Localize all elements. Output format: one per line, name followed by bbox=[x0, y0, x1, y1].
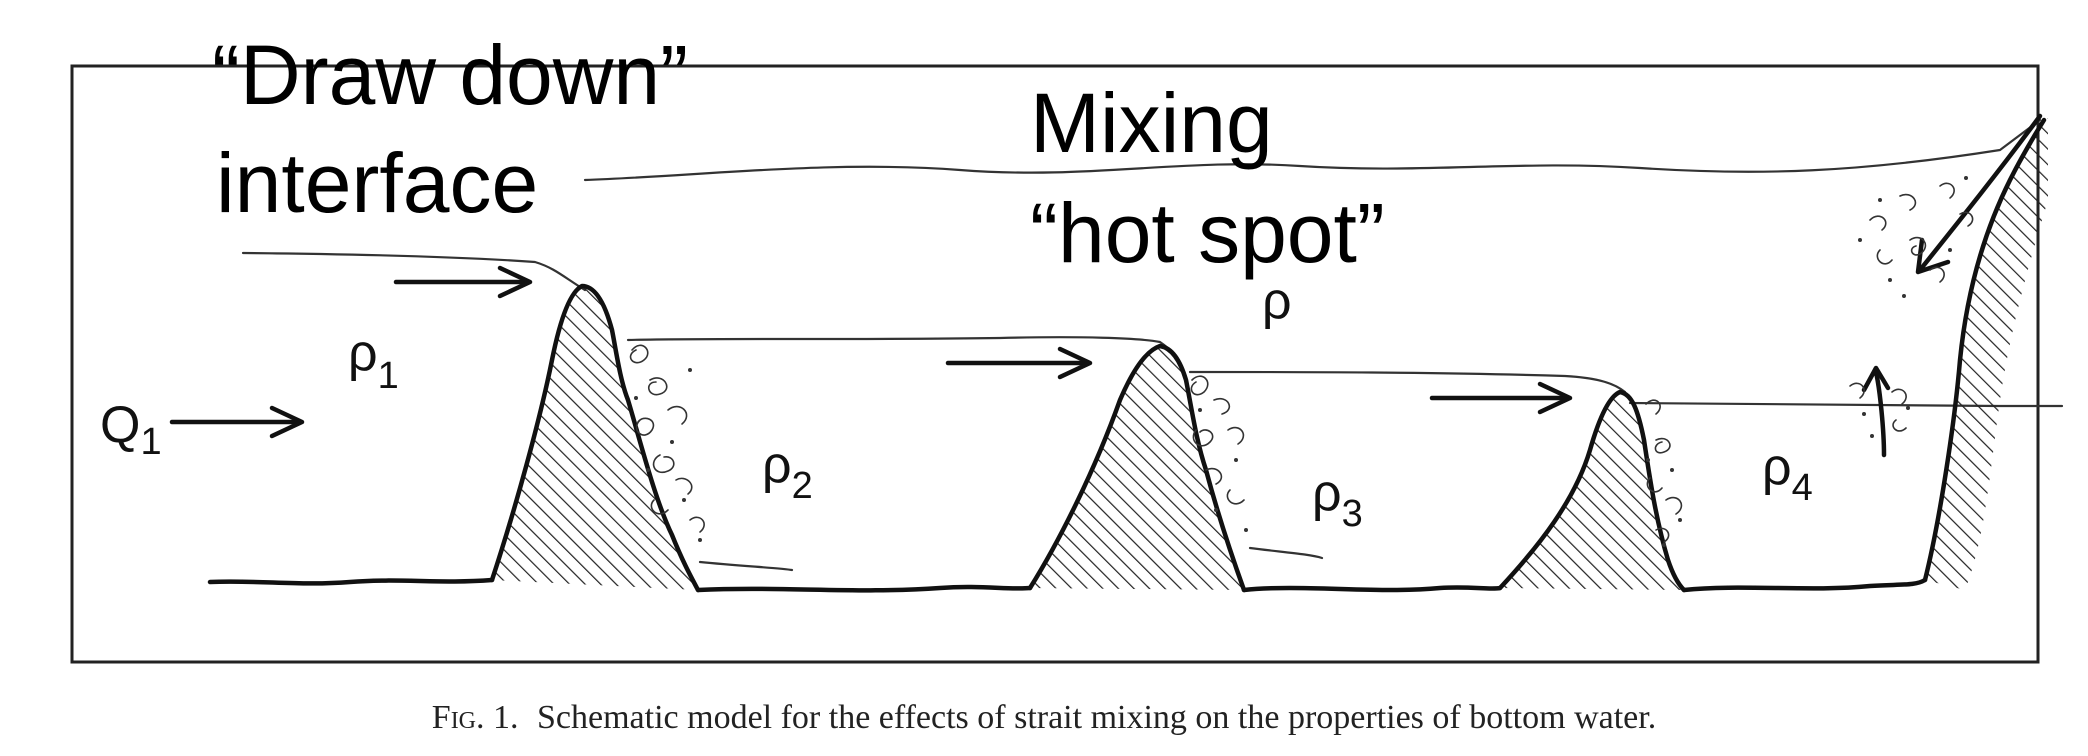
mixing-swirls-sill-1 bbox=[629, 344, 705, 542]
mixing-swirls-sill-2 bbox=[1190, 375, 1248, 532]
sill-3-outline bbox=[1497, 389, 1687, 593]
interface-basin-4 bbox=[1628, 401, 2064, 408]
sea-floor bbox=[695, 584, 1033, 593]
inflow-arrow bbox=[169, 405, 305, 439]
mixing-swirls-basin-4 bbox=[1849, 382, 1910, 438]
interior-line bbox=[698, 560, 794, 572]
sill-1 bbox=[492, 286, 698, 590]
density-basin-1: ρ1 bbox=[348, 324, 399, 397]
overflow-arrow-2 bbox=[945, 346, 1093, 380]
sill-1-outline bbox=[489, 283, 701, 593]
surface-inflow-arrow bbox=[1915, 113, 2043, 275]
mixing-label-line2: “hot spot” bbox=[1030, 186, 1385, 280]
density-basin-4: ρ4 bbox=[1762, 438, 1813, 509]
density-basin-3: ρ3 bbox=[1312, 464, 1363, 535]
upwelling-arrow bbox=[1861, 365, 1891, 458]
sill-3 bbox=[1500, 392, 1684, 590]
mixing-label-line1: Mixing bbox=[1030, 76, 1273, 170]
caption-text: Schematic model for the effects of strai… bbox=[537, 699, 1656, 736]
inflow-symbol: Q1 bbox=[100, 396, 162, 463]
draw-down-label-line1: “Draw down” bbox=[212, 28, 688, 122]
sea-surface bbox=[583, 118, 2042, 182]
sea-floor bbox=[207, 577, 495, 586]
mixing-swirls-sill-3 bbox=[1645, 399, 1683, 547]
sill-2-outline bbox=[1027, 343, 1247, 593]
interface-basin-1 bbox=[241, 251, 587, 292]
sea-floor bbox=[1241, 585, 1503, 593]
density-basin-2: ρ2 bbox=[762, 436, 813, 507]
sea-floor bbox=[1681, 577, 1928, 593]
interface-basin-3 bbox=[1188, 370, 1627, 394]
interface-basin-2 bbox=[626, 336, 1184, 370]
density-upper: ρ bbox=[1262, 272, 1292, 330]
interior-line bbox=[1248, 546, 1324, 560]
right-wall-outline bbox=[1922, 117, 2047, 583]
figure-caption: Fig. 1. Schematic model for the effects … bbox=[432, 699, 1656, 736]
caption-label: Fig. 1. bbox=[432, 699, 519, 736]
mixing-swirls-surface bbox=[1858, 176, 1974, 298]
overflow-arrow-1 bbox=[393, 265, 533, 299]
right-wall bbox=[1925, 118, 2048, 590]
overflow-arrow-3 bbox=[1429, 381, 1573, 415]
figure-frame bbox=[70, 64, 2040, 664]
draw-down-label-line2: interface bbox=[216, 136, 538, 230]
